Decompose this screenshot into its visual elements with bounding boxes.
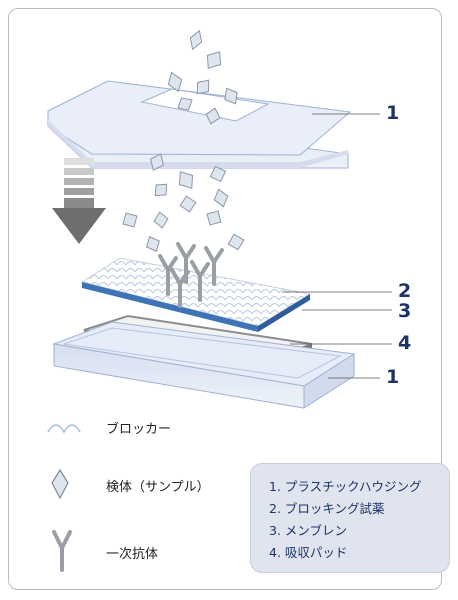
callout-membrane: 3 bbox=[398, 300, 412, 322]
parts-item: 2. ブロッキング試薬 bbox=[269, 501, 385, 516]
legend-icons bbox=[47, 424, 81, 572]
down-arrow bbox=[52, 158, 106, 244]
parts-item: 1. プラスチックハウジング bbox=[269, 479, 422, 494]
bottom-housing bbox=[52, 321, 356, 409]
callout-top-housing: 1 bbox=[386, 102, 400, 124]
antibodies bbox=[158, 242, 224, 308]
legend-sample-label: 検体（サンプル） bbox=[106, 480, 210, 495]
legend-blocker-label: ブロッカー bbox=[106, 422, 172, 437]
callout-bottom-housing: 1 bbox=[386, 366, 400, 388]
legend-antibody-label: 一次抗体 bbox=[106, 547, 159, 562]
sample-icon bbox=[51, 468, 69, 500]
parts-item: 4. 吸収パッド bbox=[269, 545, 348, 560]
blocker-icon bbox=[47, 424, 81, 434]
top-housing bbox=[47, 80, 352, 169]
callout-blocker-layer: 2 bbox=[398, 280, 412, 302]
callout-pad: 4 bbox=[398, 332, 412, 354]
antibody-icon bbox=[52, 530, 72, 572]
parts-item: 3. メンブレン bbox=[269, 523, 348, 538]
callout-lines bbox=[282, 113, 392, 379]
sample-particles bbox=[122, 29, 245, 252]
blocker-membrane-layer bbox=[80, 257, 312, 332]
parts-list-box: 1. プラスチックハウジング 2. ブロッキング試薬 3. メンブレン 4. 吸… bbox=[250, 463, 450, 573]
